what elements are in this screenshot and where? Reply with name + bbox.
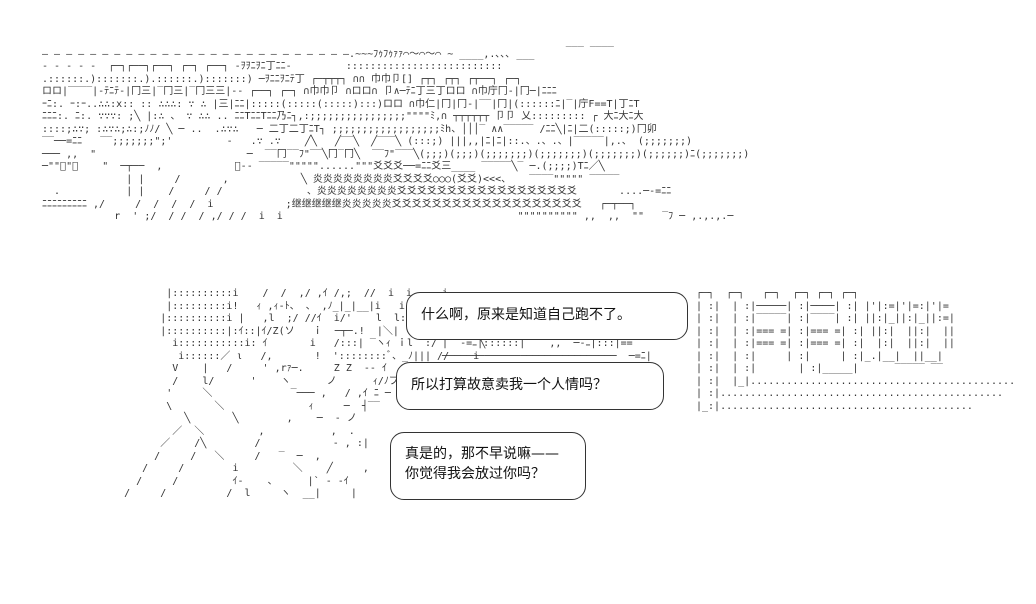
speech-bubble-1: 什么啊，原来是知道自己跑不了。 xyxy=(406,292,688,340)
building-right-art: ┌─┐ ┌─┐ ┌─┐ ┌─┐ ┌─┐ ┌─┐ | :| | :|─────| … xyxy=(696,288,1016,412)
skyline-background-art: ___ ____ — — — — — — — — — — — — — — — —… xyxy=(42,36,750,222)
bubble-1-line-1: 什么啊，原来是知道自己跑不了。 xyxy=(421,307,631,323)
bubble-3-line-2: 你觉得我会放过你吗？ xyxy=(405,466,545,482)
bubble-2-line-1: 所以打算故意卖我一个人情吗？ xyxy=(411,377,607,393)
speech-bubble-3: 真是的，那不早说嘛—— 你觉得我会放过你吗？ xyxy=(390,432,586,500)
speech-bubble-2: 所以打算故意卖我一个人情吗？ xyxy=(396,362,664,410)
bubble-3-line-1: 真是的，那不早说嘛—— xyxy=(405,446,559,462)
